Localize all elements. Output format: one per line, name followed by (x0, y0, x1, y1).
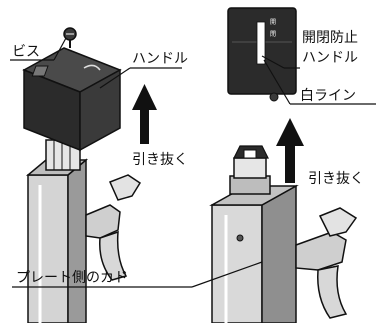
handle-leader (99, 67, 182, 89)
right-post (209, 184, 299, 323)
pull-arrow-right-icon (276, 118, 304, 183)
pull-out-label-right: 引き抜く (308, 171, 364, 187)
anti-open-handle: 開 閉 (227, 7, 297, 95)
plate-corner-leader (12, 261, 263, 288)
anti-open-label-line1: 開閉防止 (302, 30, 358, 46)
screw-leader (10, 37, 67, 61)
handle-mark-text: 閉 (270, 31, 276, 38)
screw-label: ビス (12, 44, 40, 60)
right-spindle (229, 145, 271, 195)
white-line-marker (269, 92, 279, 102)
screw-icon (63, 27, 77, 48)
handle-mark-text: 開 (270, 19, 276, 26)
handle-box (22, 47, 122, 152)
right-faucet (295, 207, 358, 319)
white-line-leader (263, 59, 376, 105)
plate-corner-label: プレート側のカド (16, 270, 128, 286)
anti-open-leader (261, 55, 300, 69)
pull-out-label-left: 引き抜く (132, 152, 188, 168)
white-line-label: 白ライン (300, 88, 356, 104)
left-post (25, 158, 89, 323)
left-faucet (85, 174, 142, 281)
handle-label: ハンドル (132, 51, 188, 67)
pull-arrow-left-icon (132, 84, 157, 144)
anti-open-label-line2: ハンドル (302, 50, 358, 66)
